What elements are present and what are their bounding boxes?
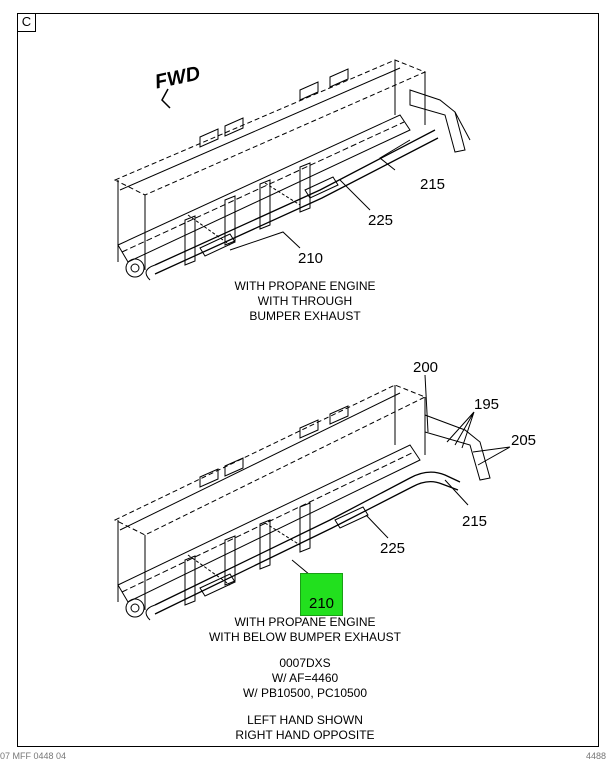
callout-210-highlighted[interactable]: 210	[300, 573, 343, 616]
fwd-arrow-icon	[161, 88, 171, 109]
top-frame-rail	[113, 59, 471, 281]
callout-225-bottom: 225	[380, 540, 406, 557]
model-notes: 0007DXS W/ AF=4460 W/ PB10500, PC10500	[242, 656, 368, 700]
callout-200: 200	[413, 359, 439, 376]
callout-195: 195	[474, 396, 500, 413]
footer-left-code: 07 MFF 0448 04	[0, 751, 67, 761]
panel-label: C	[18, 14, 36, 32]
bottom-frame-rail	[113, 374, 511, 621]
callout-225-top: 225	[368, 212, 394, 229]
callout-205: 205	[511, 432, 537, 449]
callout-215-top: 215	[420, 176, 446, 193]
callout-210-top: 210	[298, 250, 324, 267]
diagram-frame: C	[17, 13, 599, 747]
callout-215-bottom: 215	[462, 513, 488, 530]
footer-right-code: 4488	[585, 751, 606, 761]
bottom-view-caption: WITH PROPANE ENGINE WITH BELOW BUMPER EX…	[208, 615, 402, 644]
hand-notes: LEFT HAND SHOWN RIGHT HAND OPPOSITE	[235, 713, 375, 742]
top-view-caption: WITH PROPANE ENGINE WITH THROUGH BUMPER …	[234, 279, 376, 323]
